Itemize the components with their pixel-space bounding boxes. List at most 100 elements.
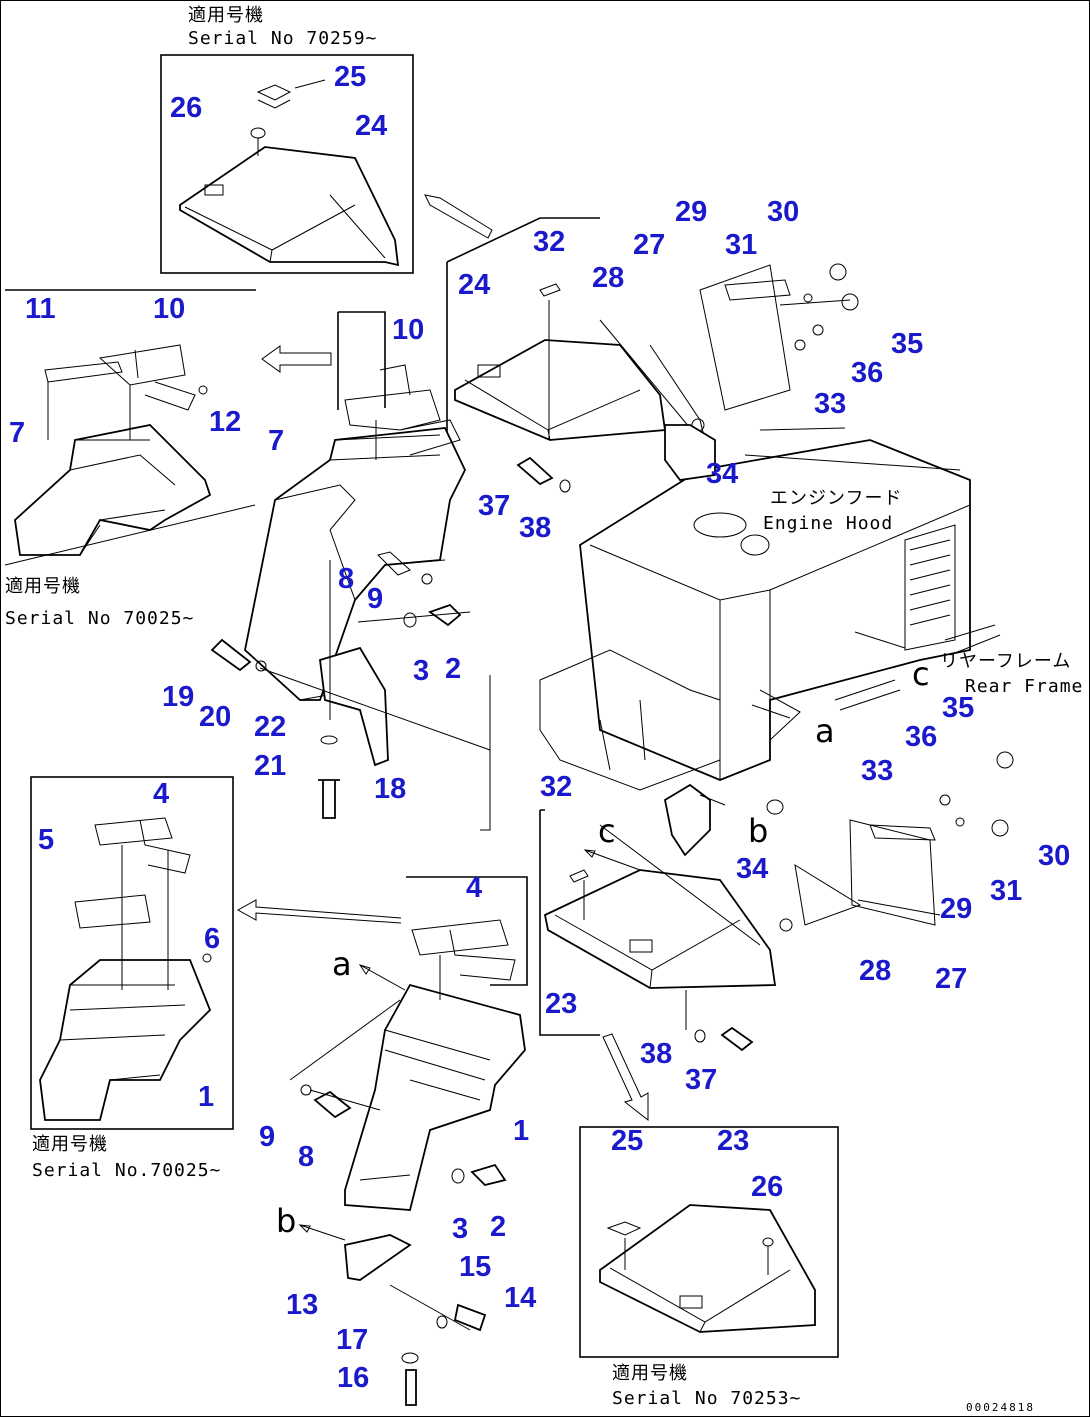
callout-9: 9 <box>367 583 384 615</box>
bracket-23 <box>539 809 600 1036</box>
view-letter-a-hood: a <box>815 712 835 750</box>
callout-11: 11 <box>25 293 56 325</box>
callout-2: 2 <box>490 1211 507 1243</box>
engine-hood <box>579 439 971 781</box>
serial-left-en: Serial No 70025~ <box>5 608 195 629</box>
callout-23: 23 <box>545 988 578 1020</box>
view-arrow-c <box>583 849 641 871</box>
mat-10-inset <box>98 344 196 411</box>
rear-frame-en: Rear Frame <box>965 676 1084 697</box>
callout-21: 21 <box>254 750 287 782</box>
callout-9: 9 <box>259 1121 276 1153</box>
callout-2: 2 <box>445 653 462 685</box>
arrow-to-top-inset <box>424 194 493 239</box>
callout-38: 38 <box>519 512 552 544</box>
callout-34: 34 <box>706 458 739 490</box>
mat-4-inset <box>94 817 191 874</box>
bracket-4 <box>406 876 528 986</box>
callout-35: 35 <box>942 692 975 724</box>
callout-32: 32 <box>540 771 573 803</box>
engine-hood-jp: エンジンフード <box>770 488 903 509</box>
callout-5: 5 <box>38 824 55 856</box>
bracket-29-lower <box>869 824 936 841</box>
callout-18: 18 <box>374 773 407 805</box>
callout-35: 35 <box>891 328 924 360</box>
cover-24-main <box>454 339 667 441</box>
bolt-16 <box>405 1369 417 1406</box>
serial-bottom-right-jp: 適用号機 <box>612 1363 688 1384</box>
callout-36: 36 <box>905 721 938 753</box>
callout-32: 32 <box>533 226 566 258</box>
callout-4: 4 <box>466 872 483 904</box>
callout-14: 14 <box>504 1282 537 1314</box>
callout-33: 33 <box>814 388 847 420</box>
bolt-19 <box>210 638 252 672</box>
mat-5-inset <box>74 894 151 929</box>
callout-15: 15 <box>459 1251 492 1283</box>
callout-3: 3 <box>452 1213 469 1245</box>
bolt-37-lower <box>720 1026 754 1052</box>
serial-bottom-left-en: Serial No.70025~ <box>32 1160 222 1181</box>
callout-31: 31 <box>725 229 758 261</box>
inset-box-bottom-right <box>579 1126 839 1358</box>
callout-26: 26 <box>170 92 203 124</box>
inset-box-top <box>160 54 414 274</box>
callout-24: 24 <box>355 110 388 142</box>
plate-27-lower <box>849 819 936 926</box>
serial-top-en: Serial No 70259~ <box>188 28 378 49</box>
callout-36: 36 <box>851 357 884 389</box>
callout-23: 23 <box>717 1125 750 1157</box>
cover-23-inset <box>599 1204 816 1333</box>
callout-7: 7 <box>268 425 285 457</box>
view-arrow-b <box>298 1224 346 1241</box>
callout-10: 10 <box>392 314 425 346</box>
serial-left-jp: 適用号機 <box>5 576 81 597</box>
view-arrow-a-hood <box>751 704 791 719</box>
callout-6: 6 <box>204 923 221 955</box>
callout-25: 25 <box>611 1125 644 1157</box>
callout-10: 10 <box>153 293 186 325</box>
callout-27: 27 <box>935 963 968 995</box>
inset-box-bottom-left <box>30 776 234 1130</box>
serial-bottom-right-en: Serial No 70253~ <box>612 1388 802 1409</box>
callout-37: 37 <box>685 1064 718 1096</box>
callout-25: 25 <box>334 61 367 93</box>
view-letter-c-hood: c <box>912 655 930 693</box>
arrow-to-bottom-left-inset <box>236 899 402 924</box>
rear-frame-jp: リヤーフレーム <box>940 651 1072 672</box>
bracket-24-top <box>446 217 600 440</box>
view-arrow-b-hood <box>699 794 726 806</box>
callout-22: 22 <box>254 711 287 743</box>
callout-1: 1 <box>513 1115 530 1147</box>
view-arrow-a <box>358 964 406 991</box>
callout-13: 13 <box>286 1289 319 1321</box>
callout-4: 4 <box>153 778 170 810</box>
plate-27-top <box>699 264 791 411</box>
mat-10-main <box>344 364 461 456</box>
callout-34: 34 <box>736 853 769 885</box>
bolt-14 <box>453 1303 487 1332</box>
callout-24: 24 <box>458 269 491 301</box>
callout-26: 26 <box>751 1171 784 1203</box>
cover-24-inset <box>179 146 400 267</box>
arrow-to-left-inset <box>261 345 332 373</box>
bolt-8-lower <box>313 1090 352 1119</box>
serial-bottom-left-jp: 適用号機 <box>32 1134 108 1155</box>
engine-hood-grill <box>904 524 956 651</box>
mount-lower <box>663 783 711 857</box>
fender-1-inset <box>39 959 212 1121</box>
callout-20: 20 <box>199 701 232 733</box>
plate-28-lower <box>794 863 862 926</box>
callout-31: 31 <box>990 875 1023 907</box>
callout-7: 7 <box>9 417 26 449</box>
callout-19: 19 <box>162 681 195 713</box>
bracket-13 <box>344 1234 412 1281</box>
view-letter-a: a <box>332 945 352 983</box>
drawing-number: 00024818 <box>966 1401 1035 1414</box>
callout-29: 29 <box>940 893 973 925</box>
mat-11-inset <box>44 361 123 383</box>
view-letter-b-hood: b <box>748 812 769 850</box>
callout-29: 29 <box>675 196 708 228</box>
view-letter-c: c <box>598 812 616 850</box>
